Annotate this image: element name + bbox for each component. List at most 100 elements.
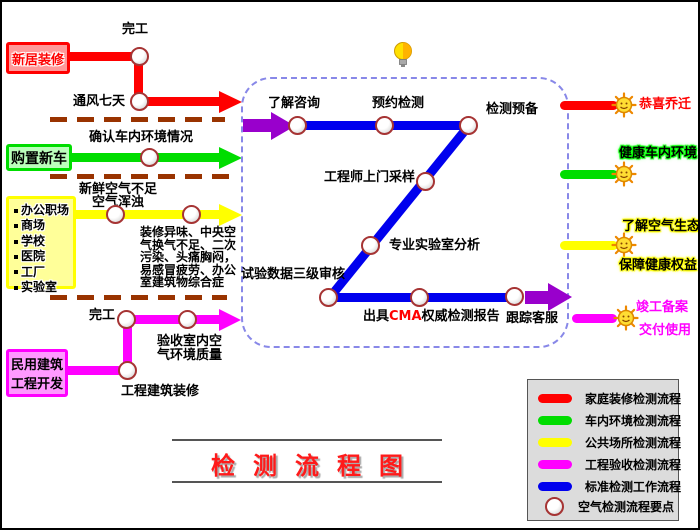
bullet-icon bbox=[14, 224, 18, 229]
yellow-source-item: 医院 bbox=[13, 249, 45, 264]
green-flow-source-box: 购置新车 bbox=[6, 144, 72, 171]
red-line-segment bbox=[134, 56, 143, 102]
purple-entry-arrow bbox=[243, 119, 271, 132]
flow-node bbox=[410, 288, 429, 307]
flow-node bbox=[505, 287, 524, 306]
bullet-icon bbox=[14, 270, 18, 275]
flow-node bbox=[459, 116, 478, 135]
red-source-label: 新居装修 bbox=[11, 52, 64, 68]
magenta-step1-label: 工程建筑装修 bbox=[121, 384, 200, 399]
legend-swatch-magenta bbox=[538, 460, 572, 469]
yellow-source-item: 办公职场 bbox=[13, 203, 69, 218]
flow-node bbox=[416, 172, 435, 191]
yellow-outcome-line bbox=[560, 241, 618, 250]
flow-node bbox=[182, 205, 201, 224]
cma-highlight: CMA bbox=[389, 309, 422, 324]
process-step3-label: 检测预备 bbox=[486, 102, 539, 117]
flow-node bbox=[319, 288, 338, 307]
flow-node bbox=[288, 116, 307, 135]
flow-node bbox=[140, 148, 159, 167]
sun-icon bbox=[611, 232, 637, 258]
legend-item: 家庭装修检测流程 bbox=[538, 390, 681, 407]
red-flow-source-box: 新居装修 bbox=[6, 42, 70, 74]
flow-node bbox=[361, 236, 380, 255]
legend-item: 空气检测流程要点 bbox=[538, 497, 674, 516]
title-rule-bottom bbox=[172, 481, 442, 483]
magenta-outcome-line bbox=[572, 314, 617, 323]
magenta-line-segment bbox=[123, 320, 132, 371]
lightbulb-icon bbox=[394, 42, 412, 67]
process-step7-label: 出具CMA权威检测报告 bbox=[363, 309, 500, 324]
yellow-outcome1-label: 了解空气生态 bbox=[622, 219, 700, 234]
legend-box: 家庭装修检测流程 车内环境检测流程 公共场所检测流程 工程验收检测流程 标准检测… bbox=[527, 379, 681, 521]
green-outcome-label: 健康车内环境 bbox=[619, 146, 698, 161]
magenta-line-segment bbox=[127, 315, 188, 324]
process-step5-label: 专业实验室分析 bbox=[389, 238, 481, 253]
yellow-note1-line1: 新鲜空气不足 bbox=[79, 182, 158, 197]
yellow-source-item: 工厂 bbox=[13, 265, 45, 280]
green-outcome-line bbox=[560, 170, 618, 179]
yellow-source-item: 实验室 bbox=[13, 280, 57, 295]
magenta-arrowhead bbox=[219, 309, 241, 331]
flow-node bbox=[375, 116, 394, 135]
red-outcome-line bbox=[560, 101, 618, 110]
red-step2-label: 通风七天 bbox=[73, 94, 126, 109]
sun-icon bbox=[613, 305, 639, 331]
flow-node bbox=[117, 310, 136, 329]
flow-node bbox=[130, 47, 149, 66]
red-arrowhead bbox=[219, 91, 242, 113]
magenta-outcome2-label: 交付使用 bbox=[639, 323, 692, 338]
yellow-note1-line2: 空气浑浊 bbox=[92, 195, 145, 210]
yellow-source-item: 商场 bbox=[13, 218, 45, 233]
sun-icon bbox=[611, 161, 637, 187]
legend-swatch-yellow bbox=[538, 438, 572, 447]
legend-item: 车内环境检测流程 bbox=[538, 412, 681, 429]
yellow-note2-text: 装修异味、中央空 气换气不足、二次 污染、头痛胸闷， 易感冒疲劳、办公 室建筑物… bbox=[140, 225, 237, 290]
magenta-outcome1-label: 竣工备案 bbox=[636, 300, 689, 315]
process-step6-label: 试验数据三级审核 bbox=[241, 267, 346, 282]
purple-exit-arrowhead bbox=[548, 283, 572, 311]
bullet-icon bbox=[14, 239, 18, 244]
legend-item: 标准检测工作流程 bbox=[538, 478, 681, 495]
magenta-step3-label: 验收室内空 气环境质量 bbox=[157, 334, 223, 363]
yellow-line-segment bbox=[76, 210, 219, 219]
legend-item: 公共场所检测流程 bbox=[538, 434, 681, 451]
process-step4-label: 工程师上门采样 bbox=[324, 170, 416, 185]
flow-node bbox=[106, 205, 125, 224]
magenta-source-label: 民用建筑 bbox=[10, 358, 63, 373]
red-outcome-label: 恭喜乔迁 bbox=[639, 97, 692, 112]
sun-icon bbox=[611, 92, 637, 118]
flow-separator bbox=[50, 174, 230, 179]
process-boundary bbox=[241, 77, 569, 348]
green-source-label: 购置新车 bbox=[11, 150, 67, 167]
green-step1-label: 确认车内环境情况 bbox=[89, 130, 194, 145]
bullet-icon bbox=[14, 254, 18, 259]
yellow-arrowhead bbox=[219, 204, 242, 226]
process-step2-label: 预约检测 bbox=[372, 96, 425, 111]
flow-separator bbox=[50, 117, 225, 122]
red-step1-label: 完工 bbox=[122, 22, 149, 37]
red-line-segment bbox=[147, 97, 219, 106]
bullet-icon bbox=[14, 285, 18, 290]
purple-exit-arrow bbox=[525, 291, 548, 304]
green-arrowhead bbox=[219, 147, 242, 169]
yellow-source-item: 学校 bbox=[13, 234, 45, 249]
flow-node bbox=[178, 310, 197, 329]
page-title: 检测流程图 bbox=[211, 452, 421, 480]
legend-swatch-blue bbox=[538, 482, 572, 491]
legend-swatch-green bbox=[538, 416, 572, 425]
legend-item: 工程验收检测流程 bbox=[538, 456, 681, 473]
yellow-flow-source-box: 办公职场 商场 学校 医院 工厂 实验室 bbox=[6, 196, 76, 294]
magenta-flow-source-box: 民用建筑 工程开发 bbox=[6, 349, 68, 397]
legend-swatch-red bbox=[538, 394, 572, 403]
bullet-icon bbox=[14, 208, 18, 213]
flow-separator bbox=[50, 295, 227, 300]
flow-node bbox=[130, 92, 149, 111]
process-step8-label: 跟踪客服 bbox=[506, 311, 559, 326]
flow-node bbox=[118, 361, 137, 380]
magenta-line-segment bbox=[188, 315, 219, 324]
magenta-line-segment bbox=[68, 366, 119, 375]
process-step1-label: 了解咨询 bbox=[268, 96, 321, 111]
yellow-outcome2-label: 保障健康权益 bbox=[619, 258, 698, 273]
